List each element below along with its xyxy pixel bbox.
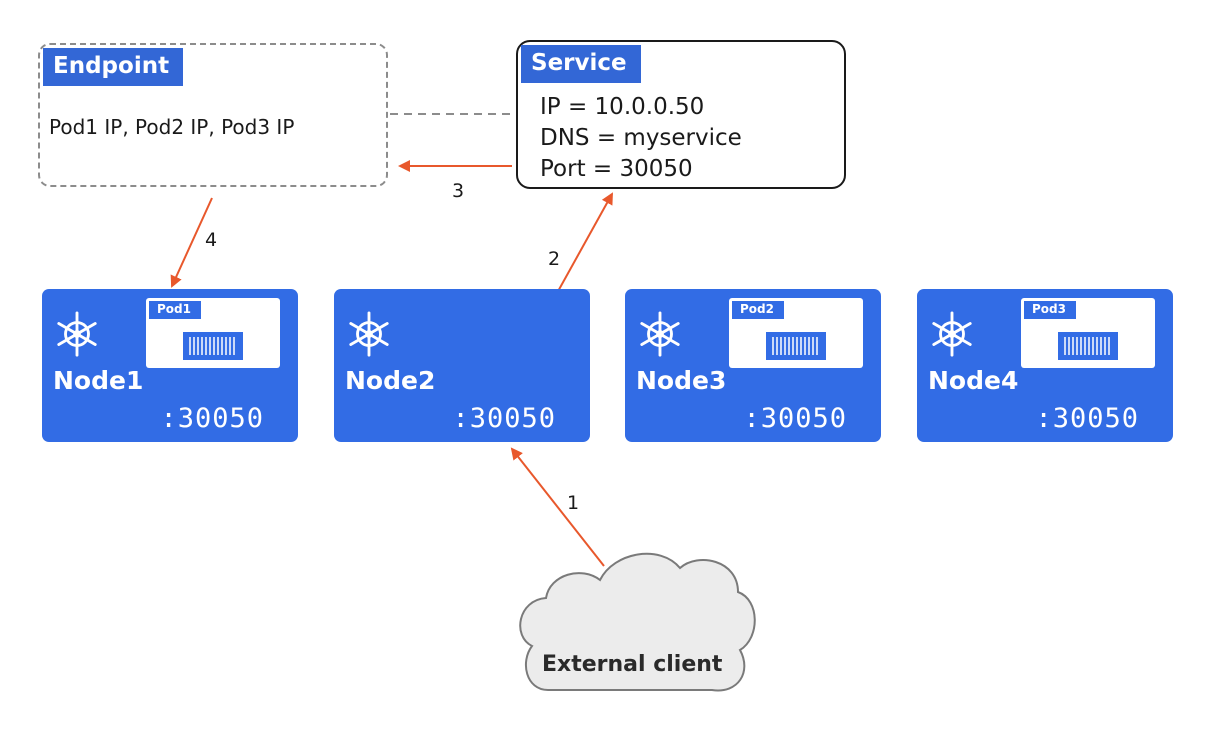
node-2: Node2 :30050 xyxy=(334,289,590,442)
pod-label: Pod2 xyxy=(732,301,784,319)
node-port: :30050 xyxy=(1035,403,1139,434)
arrow-step-4 xyxy=(170,197,213,288)
endpoint-pod-ips: Pod1 IP, Pod2 IP, Pod3 IP xyxy=(49,115,295,139)
step-label-3: 3 xyxy=(452,180,465,202)
service-box: Service IP = 10.0.0.50 DNS = myservice P… xyxy=(516,40,846,189)
step-label-4: 4 xyxy=(205,229,218,251)
service-ip: IP = 10.0.0.50 xyxy=(540,94,705,120)
arrow-step-1 xyxy=(510,447,605,567)
node-4: Node4 :30050 Pod3 xyxy=(917,289,1173,442)
node-name: Node3 xyxy=(636,366,727,395)
service-details: IP = 10.0.0.50 DNS = myservice Port = 30… xyxy=(540,92,742,185)
kubernetes-helm-icon xyxy=(349,311,389,357)
node-port: :30050 xyxy=(743,403,847,434)
endpoint-box: Endpoint Pod1 IP, Pod2 IP, Pod3 IP xyxy=(38,43,388,187)
node-3: Node3 :30050 Pod2 xyxy=(625,289,881,442)
step-label-1: 1 xyxy=(567,492,580,514)
pod-card: Pod1 xyxy=(146,298,280,368)
kubernetes-helm-icon xyxy=(57,311,97,357)
service-dns: DNS = myservice xyxy=(540,125,742,151)
container-icon xyxy=(1058,332,1118,360)
endpoint-title: Endpoint xyxy=(43,48,184,86)
node-name: Node4 xyxy=(928,366,1019,395)
node-port: :30050 xyxy=(452,403,556,434)
node-name: Node1 xyxy=(53,366,144,395)
kubernetes-helm-icon xyxy=(640,311,680,357)
pod-card: Pod2 xyxy=(729,298,863,368)
external-client-label: External client xyxy=(542,652,723,677)
node-name: Node2 xyxy=(345,366,436,395)
node-port: :30050 xyxy=(160,403,264,434)
pod-card: Pod3 xyxy=(1021,298,1155,368)
pod-label: Pod3 xyxy=(1024,301,1076,319)
cloud-shape xyxy=(519,552,756,692)
service-port: Port = 30050 xyxy=(540,156,693,182)
step-label-2: 2 xyxy=(548,248,561,270)
kubernetes-helm-icon xyxy=(932,311,972,357)
container-icon xyxy=(183,332,243,360)
node-1: Node1 :30050 Pod1 xyxy=(42,289,298,442)
container-icon xyxy=(766,332,826,360)
pod-label: Pod1 xyxy=(149,301,201,319)
service-title: Service xyxy=(521,45,641,83)
